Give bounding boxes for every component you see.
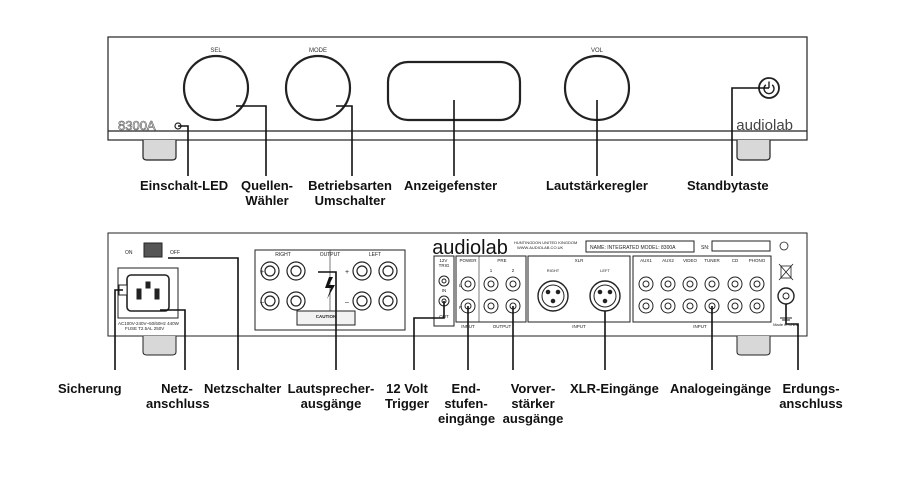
callout-preamp-outputs: Vorver- stärker ausgänge	[502, 381, 564, 426]
plus-mark-left: +	[345, 269, 349, 276]
pre-section-label: PRE	[497, 258, 506, 263]
mains-rating-line-1: AC100V-240V~50/60Hz 440W	[118, 321, 180, 326]
caution-text: CAUTION	[316, 314, 337, 319]
power-switch	[143, 242, 163, 258]
mode-label: MODE	[309, 48, 327, 54]
analog-label-cd: CD	[732, 258, 739, 263]
callout-display-window: Anzeigefenster	[404, 178, 498, 193]
callout-standby-button: Standbytaste	[687, 178, 769, 193]
power-section-label: POWER	[459, 258, 477, 263]
output-left-label: LEFT	[369, 252, 381, 258]
serial-number-box	[711, 240, 771, 252]
callout-power-led: Einschalt-LED	[140, 178, 229, 193]
callout-speaker-outputs: Lautsprecher- ausgänge	[287, 381, 375, 411]
rear-leader-lines	[114, 257, 799, 370]
pre-1-label: 1	[490, 268, 493, 273]
callout-mains-inlet: Netz- anschluss	[146, 381, 210, 411]
analog-input-label: INPUT	[693, 324, 707, 329]
mode-knob	[284, 54, 352, 122]
weee-bin-icon	[778, 263, 794, 281]
callout-ground-terminal: Erdungs- anschluss	[779, 381, 843, 411]
rear-address-label: HUNTINGDON UNITED KINGDOM WWW.AUDIOLAB.C…	[514, 240, 578, 250]
xlr-right-label: RIGHT	[547, 268, 560, 273]
power-switch-off-label: OFF	[170, 250, 180, 256]
trigger-title-line-2: TRIG	[439, 263, 450, 268]
front-model-label: 8300A	[118, 118, 156, 133]
mains-rating-line-2: FUSE T2.5AL 250V	[125, 326, 164, 331]
trigger-title-line-1: 12V	[439, 258, 447, 263]
caution-label	[296, 310, 356, 326]
vol-label: VOL	[591, 48, 604, 54]
analog-label-tuner: TUNER	[704, 258, 720, 263]
analog-label-aux2: AUX2	[662, 258, 674, 263]
source-selector-knob	[182, 54, 250, 122]
mains-rating-label: AC100V-240V~50/60Hz 440W FUSE T2.5AL 250…	[118, 321, 180, 331]
model-nameplate	[585, 240, 695, 253]
pre-2-label: 2	[512, 268, 515, 273]
rear-panel	[107, 232, 808, 356]
minus-mark-right: –	[260, 299, 264, 306]
callout-volume-control: Lautstärkeregler	[546, 178, 648, 193]
callout-mode-switch: Betriebsarten Umschalter	[308, 178, 392, 208]
callout-analog-inputs: Analogeingänge	[670, 381, 772, 396]
output-label-pre: OUTPUT	[493, 324, 512, 329]
callout-xlr-inputs: XLR-Eingänge	[570, 381, 659, 396]
front-leader-lines	[178, 87, 769, 176]
sn-label: SN:	[701, 245, 709, 251]
minus-mark-left: –	[345, 299, 349, 306]
output-title-label: OUTPUT	[320, 252, 341, 258]
rca-power-pre-jacks	[460, 276, 521, 314]
speaker-terminals	[260, 261, 398, 311]
trigger-title-label: 12V TRIG	[439, 258, 450, 268]
analog-label-aux1: AUX1	[640, 258, 652, 263]
front-panel	[107, 36, 808, 161]
callout-power-amp-inputs: End- stufen- eingänge	[438, 381, 496, 426]
callout-fuse: Sicherung	[58, 381, 122, 396]
mains-inlet	[117, 267, 179, 319]
trigger-jacks	[438, 275, 450, 307]
xlr-input-label: INPUT	[572, 324, 586, 329]
xlr-section-label: XLR	[575, 258, 585, 263]
rear-brand-logo: audiolab	[432, 237, 508, 259]
plus-mark-right: +	[260, 269, 264, 276]
callout-power-switch: Netzschalter	[204, 381, 282, 396]
output-right-label: RIGHT	[275, 252, 291, 258]
trigger-in-label: IN	[442, 288, 447, 293]
analog-label-phono: PHONO	[749, 258, 766, 263]
rear-address-line-1: HUNTINGDON UNITED KINGDOM	[514, 240, 577, 245]
channel-l-label: L	[459, 283, 462, 288]
channel-r-label: R	[459, 305, 463, 310]
ce-mark-icon	[779, 241, 789, 251]
callout-12v-trigger: 12 Volt Trigger	[384, 381, 430, 411]
xlr-left-label: LEFT	[600, 268, 610, 273]
sel-label: SEL	[210, 48, 222, 54]
rear-address-line-2: WWW.AUDIOLAB.CO.UK	[517, 245, 564, 250]
lightning-icon	[325, 277, 335, 299]
analog-input-jacks	[638, 276, 765, 314]
front-brand-logo: audiolab	[736, 117, 793, 134]
callout-source-selector: Quellen- Wähler	[240, 178, 293, 208]
power-switch-on-label: ON	[125, 250, 133, 256]
model-nameplate-text: NAME: INTEGRATED MODEL: 8300A	[590, 245, 676, 251]
analog-label-video: VIDEO	[683, 258, 698, 263]
